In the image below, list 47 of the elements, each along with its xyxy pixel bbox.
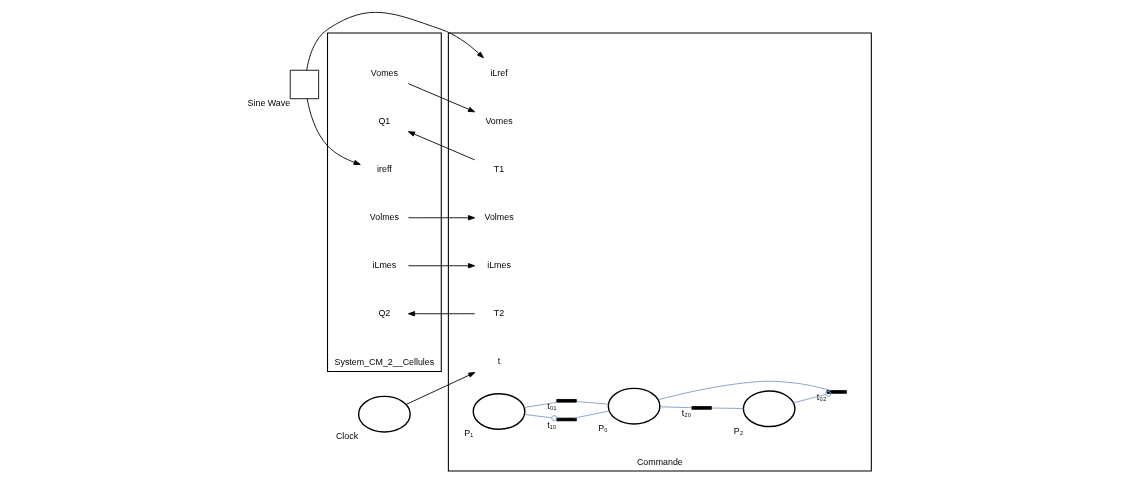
connector bbox=[710, 407, 744, 409]
arrow bbox=[405, 372, 475, 405]
node-text: T1 bbox=[493, 164, 504, 175]
arrow bbox=[407, 311, 475, 317]
arrow bbox=[407, 215, 475, 221]
node-bar bbox=[825, 390, 847, 394]
node-text: Vomes bbox=[484, 116, 513, 127]
node-circle bbox=[472, 393, 525, 430]
node-text: Q2 bbox=[377, 307, 390, 318]
connector bbox=[573, 410, 610, 419]
node-box bbox=[289, 69, 319, 100]
node-bar bbox=[690, 406, 712, 410]
node-text: Volmes bbox=[483, 211, 514, 222]
arrow bbox=[305, 11, 484, 71]
node-text: iLmes bbox=[486, 259, 511, 270]
node-text: Volmes bbox=[369, 211, 399, 222]
node-circle bbox=[742, 390, 796, 428]
connector bbox=[659, 406, 692, 409]
node-label: P₀ bbox=[597, 423, 608, 434]
connector bbox=[792, 390, 831, 404]
arrow bbox=[407, 263, 475, 269]
node-text: Q1 bbox=[377, 116, 390, 127]
node-text: T2 bbox=[493, 307, 504, 318]
node-label: P₂ bbox=[733, 425, 743, 436]
connector bbox=[657, 380, 831, 401]
node-circle bbox=[607, 387, 661, 425]
arrow bbox=[407, 83, 475, 113]
node-label: t₀₁ bbox=[546, 401, 556, 412]
node-bar bbox=[555, 399, 577, 403]
connector bbox=[575, 401, 609, 405]
node-label: Clock bbox=[335, 431, 358, 442]
connector bbox=[523, 414, 557, 421]
arrow bbox=[407, 131, 475, 161]
arrow bbox=[306, 98, 361, 165]
node-label: t₁₀ bbox=[546, 419, 556, 430]
node-text: iLmes bbox=[372, 259, 396, 270]
connector bbox=[523, 401, 558, 408]
node-text: Vomes bbox=[370, 68, 398, 79]
node-bar bbox=[555, 417, 577, 422]
node-label: t₀₂ bbox=[816, 392, 826, 403]
node-label: P₁ bbox=[463, 428, 473, 439]
node-text: iLref bbox=[489, 68, 508, 79]
node-text: t bbox=[497, 355, 500, 366]
node-label: Sine Wave bbox=[247, 97, 290, 108]
node-circle bbox=[357, 395, 411, 433]
node-label: t₂₀ bbox=[681, 408, 691, 419]
node-text: ireff bbox=[376, 164, 392, 175]
